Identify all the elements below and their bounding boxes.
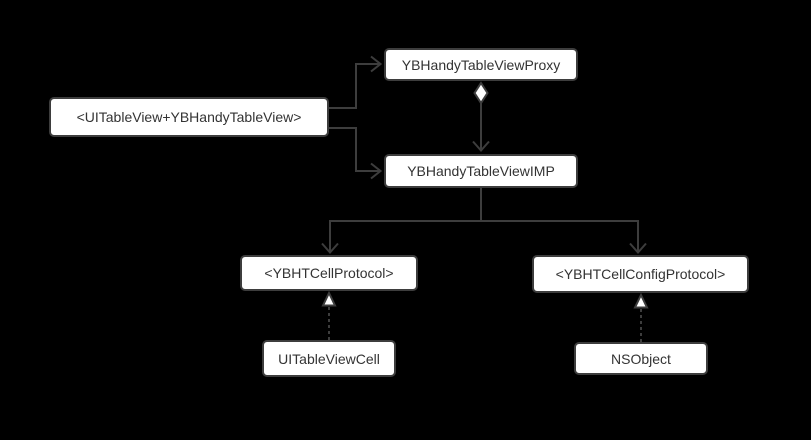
edge-imp-to-protocols	[321, 188, 647, 255]
open-arrowhead-down-icon	[321, 242, 339, 255]
node-ybhandytableviewproxy: YBHandyTableViewProxy	[384, 48, 578, 81]
hollow-diamond-icon	[473, 81, 489, 105]
open-arrowhead-down-icon	[629, 242, 647, 255]
edge-cell-conforms-cellprotocol	[321, 290, 337, 340]
open-arrowhead-right-icon	[370, 162, 383, 180]
node-ybhtcellconfigprotocol: <YBHTCellConfigProtocol>	[532, 255, 749, 293]
hollow-triangle-up-icon	[633, 292, 649, 309]
edge-category-to-proxy	[329, 55, 383, 109]
node-ybhtcellprotocol: <YBHTCellProtocol>	[240, 255, 418, 291]
edge-category-to-imp	[329, 127, 383, 180]
open-arrowhead-right-icon	[370, 55, 383, 73]
node-uitableview-category: <UITableView+YBHandyTableView>	[49, 97, 329, 137]
node-ybhandytableviewimp: YBHandyTableViewIMP	[384, 154, 578, 188]
edge-proxy-to-imp	[472, 81, 490, 153]
hollow-triangle-up-icon	[321, 290, 337, 307]
node-uitableviewcell: UITableViewCell	[262, 340, 396, 377]
node-nsobject: NSObject	[574, 342, 708, 375]
open-arrowhead-down-icon	[472, 140, 490, 153]
edge-nsobject-conforms-configprotocol	[633, 292, 649, 342]
